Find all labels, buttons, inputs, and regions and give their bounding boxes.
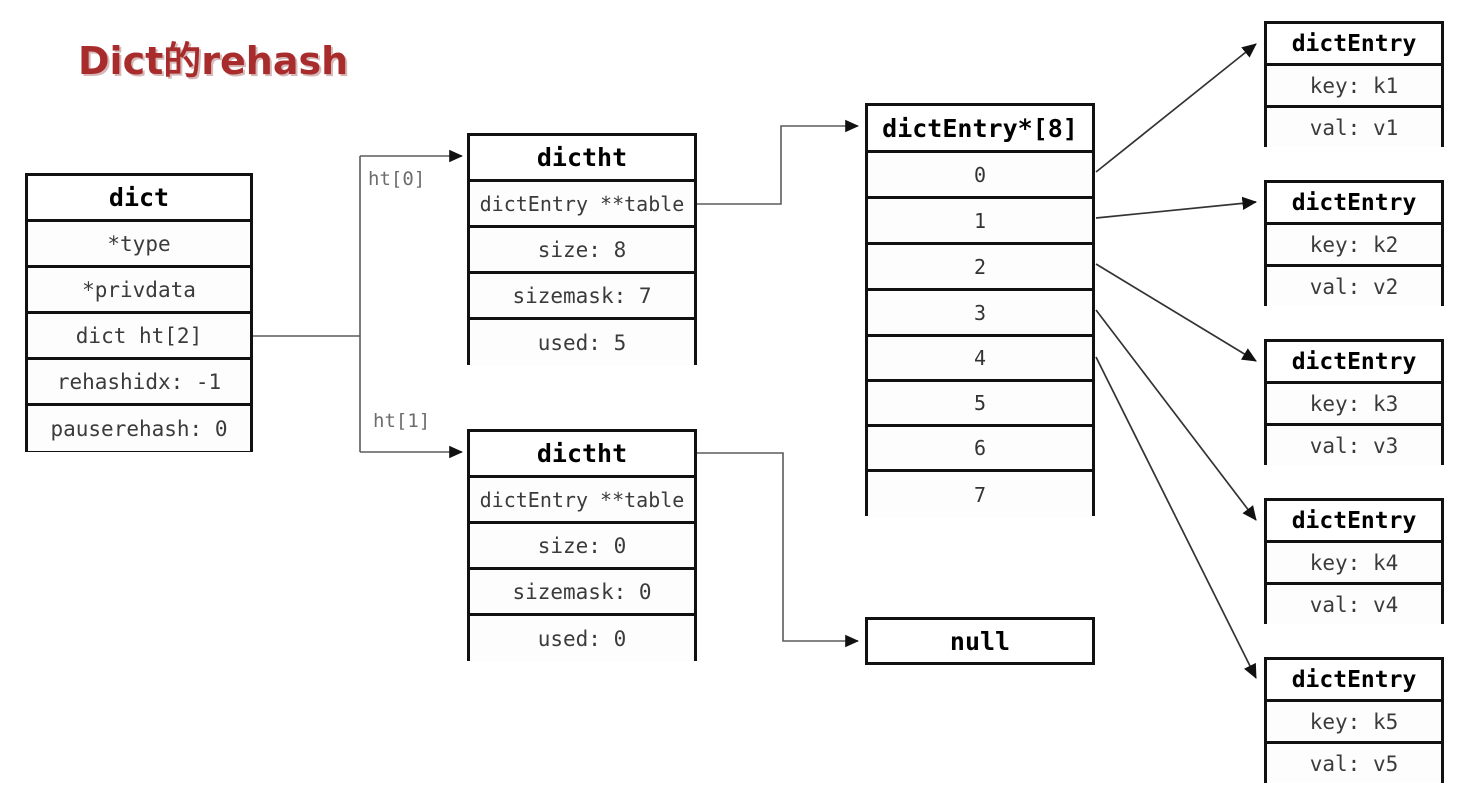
- bucket-slot-0: 0: [868, 153, 1092, 199]
- wire-slot3-to-entry4: [1095, 309, 1257, 521]
- null-box-header: null: [868, 620, 1092, 662]
- dictht0-field-sizemask: sizemask: 7: [470, 274, 694, 320]
- dict-entry-4-header: dictEntry: [1267, 501, 1441, 543]
- dict-entry-2-val: val: v2: [1267, 267, 1441, 306]
- wire-ht1-table-to-null: [697, 452, 859, 648]
- dict-field-rehashidx: rehashidx: -1: [28, 360, 250, 406]
- dict-box-header: dict: [28, 176, 250, 222]
- wire-slot4-to-entry5: [1095, 356, 1257, 679]
- bucket-slot-6: 6: [868, 427, 1092, 472]
- dict-entry-1-header: dictEntry: [1267, 24, 1441, 66]
- wire-label-ht0: ht[0]: [368, 168, 426, 190]
- bucket-array-box: dictEntry*[8] 0 1 2 3 4 5 6 7: [865, 103, 1095, 517]
- dictht0-header: dictht: [470, 136, 694, 182]
- null-box: null: [865, 617, 1095, 665]
- dict-field-privdata: *privdata: [28, 268, 250, 314]
- dict-entry-node-2: dictEntry key: k2 val: v2: [1264, 180, 1444, 306]
- dict-entry-5-val: val: v5: [1267, 744, 1441, 783]
- dict-entry-node-5: dictEntry key: k5 val: v5: [1264, 657, 1444, 783]
- dict-entry-3-val: val: v3: [1267, 426, 1441, 465]
- dict-entry-2-key: key: k2: [1267, 225, 1441, 267]
- wire-slot0-to-entry1: [1095, 43, 1257, 173]
- dict-entry-node-4: dictEntry key: k4 val: v4: [1264, 498, 1444, 624]
- dictht0-field-size: size: 8: [470, 228, 694, 274]
- dict-entry-1-val: val: v1: [1267, 108, 1441, 147]
- wire-slot2-to-entry3: [1095, 263, 1257, 362]
- dictht1-field-used: used: 0: [470, 616, 694, 661]
- dict-entry-1-key: key: k1: [1267, 66, 1441, 108]
- bucket-slot-3: 3: [868, 291, 1092, 337]
- dict-entry-3-header: dictEntry: [1267, 342, 1441, 384]
- dict-entry-3-key: key: k3: [1267, 384, 1441, 426]
- dict-field-type: *type: [28, 222, 250, 268]
- bucket-array-header: dictEntry*[8]: [868, 106, 1092, 153]
- wire-slot1-to-entry2: [1095, 196, 1258, 219]
- bucket-slot-5: 5: [868, 382, 1092, 427]
- dictht0-struct-box: dictht dictEntry **table size: 8 sizemas…: [467, 133, 697, 365]
- dictht1-header: dictht: [470, 432, 694, 478]
- dict-entry-2-header: dictEntry: [1267, 183, 1441, 225]
- dictht1-field-size: size: 0: [470, 524, 694, 570]
- dictht1-struct-box: dictht dictEntry **table size: 0 sizemas…: [467, 429, 697, 661]
- dict-entry-node-3: dictEntry key: k3 val: v3: [1264, 339, 1444, 465]
- dict-struct-box: dict *type *privdata dict ht[2] rehashid…: [25, 173, 253, 452]
- dict-entry-4-key: key: k4: [1267, 543, 1441, 585]
- dict-entry-4-val: val: v4: [1267, 585, 1441, 624]
- dict-entry-node-1: dictEntry key: k1 val: v1: [1264, 21, 1444, 147]
- dictht0-field-table: dictEntry **table: [470, 182, 694, 228]
- dictht1-field-table: dictEntry **table: [470, 478, 694, 524]
- dict-entry-5-header: dictEntry: [1267, 660, 1441, 702]
- bucket-slot-4: 4: [868, 337, 1092, 382]
- bucket-slot-1: 1: [868, 199, 1092, 245]
- dict-field-pauserehash: pauserehash: 0: [28, 406, 250, 451]
- dictht1-field-sizemask: sizemask: 0: [470, 570, 694, 616]
- page-title: Dict的rehash: [78, 39, 349, 83]
- dict-entry-5-key: key: k5: [1267, 702, 1441, 744]
- wire-ht0-table-to-array: [697, 119, 859, 205]
- dictht0-field-used: used: 5: [470, 320, 694, 365]
- wire-label-ht1: ht[1]: [373, 410, 431, 432]
- bucket-slot-7: 7: [868, 472, 1092, 517]
- wire-dict-to-ht: [253, 149, 463, 459]
- dict-field-ht: dict ht[2]: [28, 314, 250, 360]
- bucket-slot-2: 2: [868, 245, 1092, 291]
